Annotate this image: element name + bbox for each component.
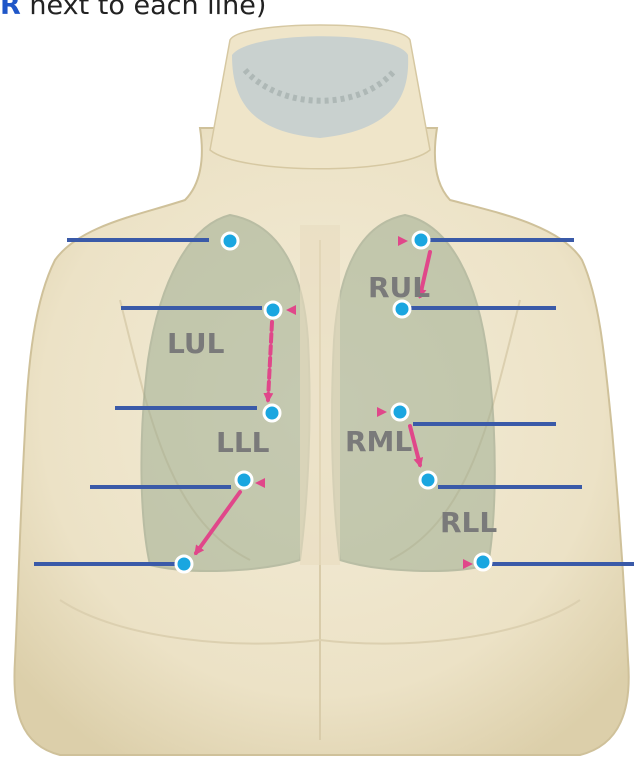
point-6 [392, 404, 408, 420]
label-rul: RUL [368, 271, 430, 304]
point-7 [420, 472, 436, 488]
point-4 [265, 302, 281, 318]
point-8 [236, 472, 252, 488]
label-rll: RLL [440, 506, 497, 539]
point-10 [475, 554, 491, 570]
point-9 [176, 556, 192, 572]
label-lul: LUL [167, 327, 225, 360]
point-2 [413, 232, 429, 248]
point-5 [264, 405, 280, 421]
point-1 [222, 233, 238, 249]
label-rml: RML [345, 425, 412, 458]
label-lll: LLL [216, 426, 270, 459]
